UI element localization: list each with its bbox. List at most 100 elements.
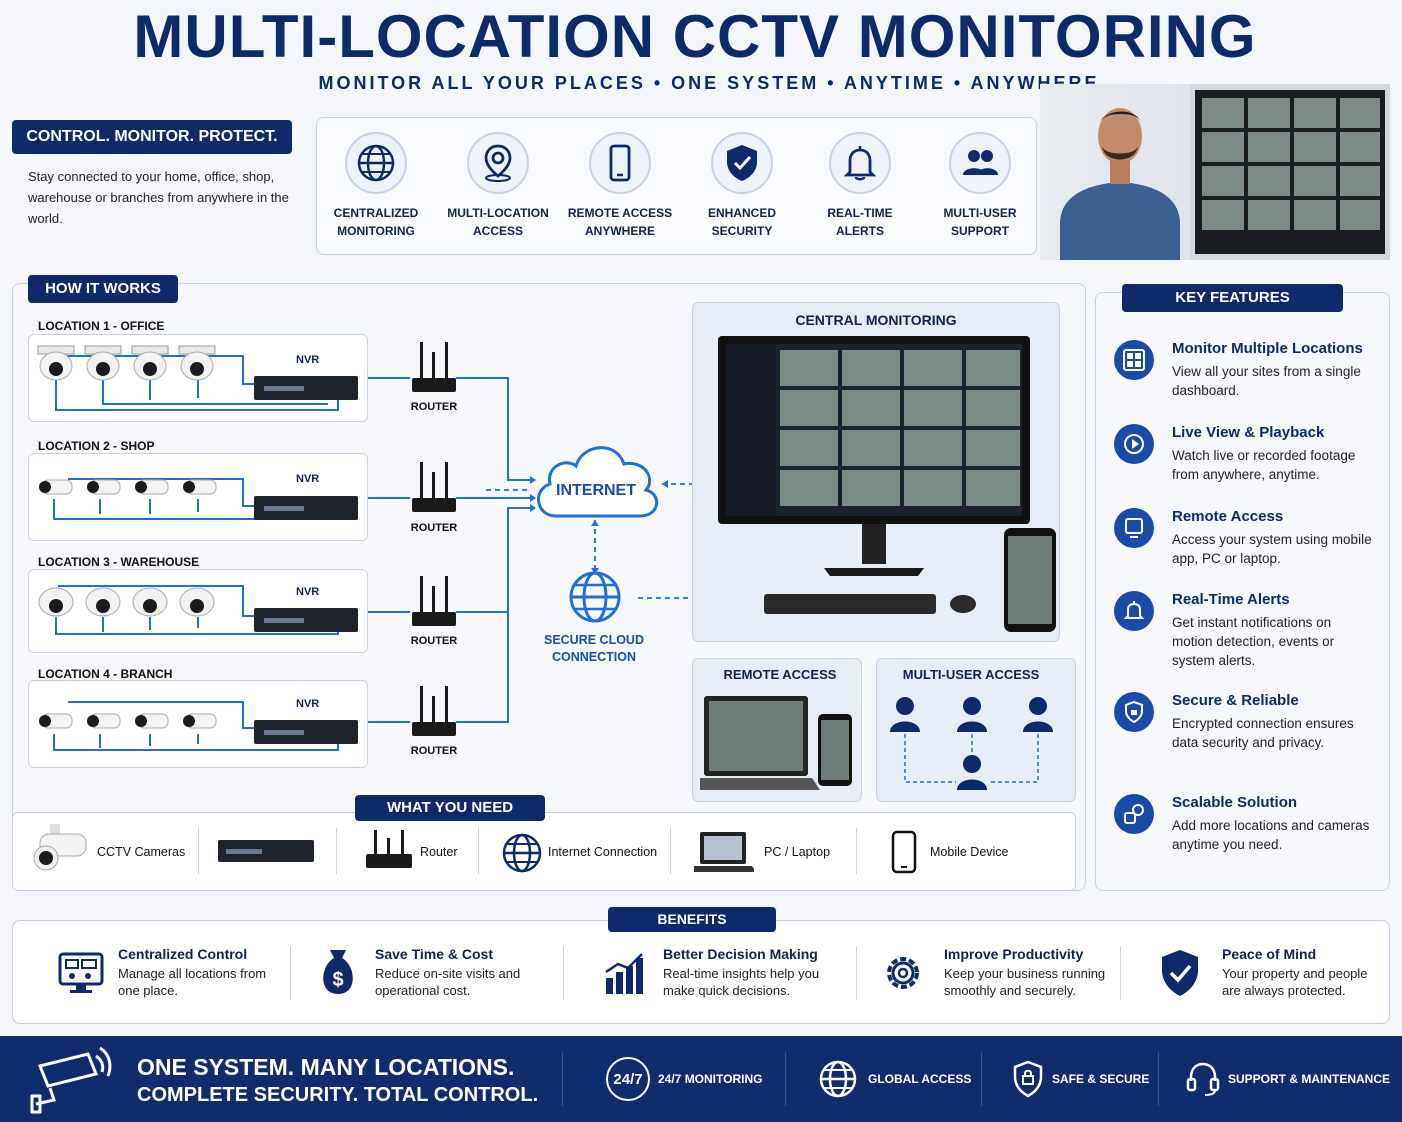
key-feature-live-view: Live View & Playback Watch live or recor…: [1114, 424, 1374, 494]
location-2-label: LOCATION 2 - SHOP: [38, 439, 155, 453]
footer-safe-secure: SAFE & SECURE: [1012, 1036, 1149, 1122]
monitor-icon: [1114, 508, 1154, 548]
benefit-title: Better Decision Making: [663, 946, 818, 962]
internet-label: INTERNET: [556, 482, 636, 499]
footer-line2: COMPLETE SECURITY. TOTAL CONTROL.: [137, 1084, 539, 1106]
location-3-label: LOCATION 3 - WAREHOUSE: [38, 555, 200, 569]
key-feature-desc: Get instant notifications on motion dete…: [1172, 615, 1335, 668]
bell-icon: [1114, 591, 1154, 631]
divider: [785, 1052, 786, 1106]
location-pin-icon: [467, 132, 529, 194]
feature-label-line1: REMOTE ACCESS: [567, 206, 673, 220]
key-feature-desc: View all your sites from a single dashbo…: [1172, 364, 1361, 398]
footer-global-access: GLOBAL ACCESS: [818, 1036, 971, 1122]
benefit-title: Centralized Control: [118, 946, 248, 962]
key-feature-title: Real-Time Alerts: [1172, 591, 1290, 608]
key-feature-title: Live View & Playback: [1172, 424, 1325, 441]
headset-icon: [1186, 1062, 1220, 1096]
divider: [336, 828, 337, 874]
dashboard-icon: [1114, 340, 1154, 380]
key-feature-title: Scalable Solution: [1172, 794, 1298, 811]
need-cctv-cameras: CCTV Cameras: [97, 845, 186, 859]
laptop-phone-illustration: [700, 696, 852, 790]
control-panel-icon: [58, 952, 104, 993]
security-camera-icon: [30, 1046, 112, 1114]
intro-tag: CONTROL. MONITOR. PROTECT.: [12, 120, 292, 154]
clock-24-7-icon: 24/7: [606, 1057, 650, 1101]
shield-lock-icon: [1013, 1060, 1043, 1098]
operator-photo: [1040, 84, 1390, 260]
key-feature-title: Secure & Reliable: [1172, 692, 1299, 709]
intro-text: Stay connected to your home, office, sho…: [28, 169, 289, 226]
feature-label-line1: REAL-TIME: [827, 206, 893, 220]
feature-multi-location: MULTI-LOCATION ACCESS: [439, 132, 557, 240]
location-1-label: LOCATION 1 - OFFICE: [38, 319, 165, 333]
how-it-works-title: HOW IT WORKS: [28, 275, 178, 303]
divider: [198, 828, 199, 874]
divider: [478, 828, 479, 874]
divider: [856, 828, 857, 874]
feature-label-line2: MONITORING: [337, 224, 415, 238]
globe-icon: [569, 571, 621, 623]
router-label-3: ROUTER: [410, 635, 458, 647]
dome-cameras: [37, 345, 216, 381]
key-feature-remote-access: Remote Access Access your system using m…: [1114, 508, 1374, 578]
cctv-camera-icon: [33, 824, 87, 871]
key-feature-secure-reliable: Secure & Reliable Encrypted connection e…: [1114, 692, 1374, 776]
secure-cloud-label: SECURE CLOUD CONNECTION: [534, 632, 654, 666]
cloud-icon: [537, 446, 658, 518]
bell-icon: [829, 132, 891, 194]
multi-user-title: MULTI-USER ACCESS: [902, 667, 1040, 682]
feature-label-line2: ALERTS: [836, 224, 884, 238]
key-features-title: KEY FEATURES: [1122, 284, 1343, 312]
divider: [1120, 946, 1121, 1000]
multi-user-illustration: [890, 697, 1053, 790]
top-features-panel: CENTRALIZED MONITORING MULTI-LOCATION AC…: [316, 117, 1037, 255]
scale-icon: [1114, 794, 1154, 834]
footer-line1: ONE SYSTEM. MANY LOCATIONS.: [137, 1054, 515, 1080]
benefits-title: BENEFITS: [608, 907, 776, 932]
key-feature-real-time-alerts: Real-Time Alerts Get instant notificatio…: [1114, 591, 1374, 675]
page-title: MULTI-LOCATION CCTV MONITORING: [133, 3, 1257, 70]
benefit-title: Save Time & Cost: [375, 946, 494, 962]
key-feature-desc: Watch live or recorded footage from anyw…: [1172, 448, 1356, 482]
key-feature-desc: Access your system using mobile app, PC …: [1172, 532, 1372, 566]
feature-centralized-monitoring: CENTRALIZED MONITORING: [317, 132, 435, 240]
divider: [563, 946, 564, 1000]
benefit-better-decision: Better Decision Making Real-time insight…: [663, 946, 853, 999]
nvr-label-4: NVR: [296, 698, 320, 710]
footer-24-7-monitoring: 24/7 24/7 MONITORING: [606, 1036, 762, 1122]
secure-cloud-line1: SECURE CLOUD: [543, 633, 644, 647]
globe-icon: [502, 833, 542, 873]
secure-cloud-line2: CONNECTION: [551, 650, 637, 664]
benefit-save-time-cost: Save Time & Cost Reduce on-site visits a…: [375, 946, 555, 999]
router-icon: [366, 830, 412, 868]
divider: [981, 1052, 982, 1106]
key-feature-title: Remote Access: [1172, 508, 1284, 525]
nvr-label-3: NVR: [296, 586, 320, 598]
benefit-desc: Your property and people are always prot…: [1222, 966, 1368, 998]
feature-label-line2: ACCESS: [472, 224, 523, 238]
footer-item-label: GLOBAL ACCESS: [868, 1072, 972, 1086]
key-feature-title: Monitor Multiple Locations: [1172, 340, 1363, 357]
shield-check-icon: [711, 132, 773, 194]
nvr-label-1: NVR: [296, 354, 320, 366]
benefit-title: Improve Productivity: [944, 946, 1084, 962]
feature-label-line1: MULTI-LOCATION: [447, 206, 549, 220]
shield-lock-icon: [1114, 692, 1154, 732]
benefit-desc: Manage all locations from one place.: [118, 966, 267, 998]
feature-enhanced-security: ENHANCED SECURITY: [683, 132, 801, 240]
divider: [856, 946, 857, 1000]
benefit-improve-productivity: Improve Productivity Keep your business …: [944, 946, 1120, 999]
benefit-title: Peace of Mind: [1222, 946, 1317, 962]
location-equipment: [37, 345, 358, 751]
footer-bar: ONE SYSTEM. MANY LOCATIONS. COMPLETE SEC…: [0, 1036, 1402, 1122]
router-label-4: ROUTER: [410, 745, 458, 757]
divider: [562, 1052, 563, 1106]
footer-item-label: 24/7 MONITORING: [658, 1072, 763, 1086]
benefit-centralized-control: Centralized Control Manage all locations…: [118, 946, 288, 999]
laptop-icon: [694, 832, 754, 872]
what-you-need-panel: [12, 812, 1076, 891]
key-feature-monitor-multiple: Monitor Multiple Locations View all your…: [1114, 340, 1374, 410]
play-icon: [1114, 424, 1154, 464]
